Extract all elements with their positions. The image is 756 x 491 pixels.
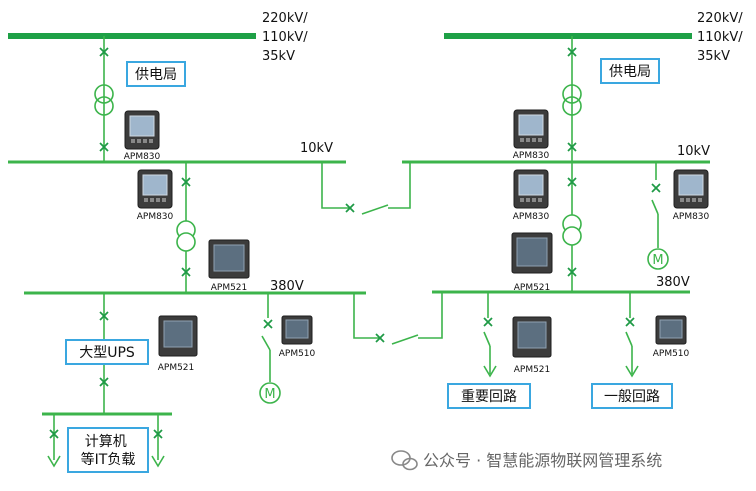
hv-voltage-left: 220kV/ 110kV/ 35kV	[262, 11, 312, 64]
meter-apm510-a	[281, 315, 313, 345]
critical-loop-label: 重要回路	[447, 383, 531, 409]
general-loop-label: 一般回路	[591, 383, 673, 409]
motor-left-switch-blade	[261, 335, 271, 351]
meter-apm830-e	[673, 169, 709, 209]
meter-apm521-d-label: APM521	[514, 365, 551, 375]
ups-label: 大型UPS	[65, 339, 149, 365]
meter-apm830-b	[137, 169, 173, 209]
switch-x-mv-left-top	[181, 177, 191, 187]
general-switch-blade	[625, 331, 633, 347]
switch-x-hv-right-bottom	[567, 142, 577, 152]
it-feeder-2-arrow	[151, 455, 165, 468]
utility-label-right-text: 供电局	[609, 64, 651, 80]
lv-voltage-left: 380V	[270, 279, 304, 294]
meter-apm521-b	[158, 315, 198, 357]
critical-loop-label-text: 重要回路	[461, 389, 517, 405]
switch-x-mv-tie	[345, 203, 355, 213]
meter-apm510-a-label: APM510	[279, 349, 316, 359]
meter-apm510-b	[655, 315, 687, 345]
meter-apm830-e-label: APM830	[673, 212, 710, 222]
utility-label-right: 供电局	[600, 58, 660, 84]
meter-apm521-d	[512, 316, 552, 358]
utility-label-left: 供电局	[126, 61, 186, 87]
lv-tie-right	[418, 292, 443, 339]
switch-x-motor-left	[263, 319, 273, 329]
switch-x-it-2	[153, 429, 163, 439]
switch-x-ups-top	[99, 311, 109, 321]
switch-x-hv-left-bottom	[99, 142, 109, 152]
hv-voltage-right: 220kV/ 110kV/ 35kV	[697, 11, 747, 64]
motor-right-symbol: M	[652, 253, 663, 268]
switch-x-mv-right-top	[567, 177, 577, 187]
lv-tie-left	[353, 293, 380, 339]
switch-x-motor-right	[651, 183, 661, 193]
meter-apm830-d	[513, 169, 549, 209]
meter-apm830-c-label: APM830	[513, 151, 550, 161]
meter-apm521-b-label: APM521	[158, 363, 195, 373]
switch-x-lv-tie	[375, 333, 385, 343]
motor-right-switch-blade	[651, 199, 659, 215]
switch-x-ups-bottom	[99, 377, 109, 387]
meter-apm510-b-label: APM510	[653, 349, 690, 359]
transformer-left-hv	[94, 84, 114, 116]
lv-tie-switch-blade	[391, 334, 419, 345]
mv-tie-right	[388, 162, 411, 209]
motor-left-symbol: M	[264, 387, 275, 402]
wechat-icon	[391, 450, 418, 471]
transformer-right-hv	[562, 84, 582, 116]
it-load-label-text: 计算机 等IT负载	[81, 434, 136, 468]
meter-apm830-a	[124, 110, 160, 150]
meter-apm521-c-label: APM521	[514, 283, 551, 293]
lv-voltage-right: 380V	[656, 275, 690, 290]
switch-x-critical	[483, 317, 493, 327]
utility-label-left-text: 供电局	[135, 67, 177, 83]
switch-x-hv-right-top	[567, 47, 577, 57]
meter-apm521-a-label: APM521	[211, 283, 248, 293]
switch-x-hv-left-top	[99, 47, 109, 57]
mv-voltage-right: 10kV	[677, 144, 710, 159]
switch-x-mv-right-bottom	[567, 267, 577, 277]
watermark: 公众号 · 智慧能源物联网管理系统	[391, 450, 662, 471]
transformer-right-mv	[562, 214, 582, 246]
switch-x-mv-left-bottom	[181, 267, 191, 277]
meter-apm830-c	[513, 109, 549, 149]
general-branch-arrow	[625, 365, 639, 378]
mv-tie-switch-blade	[361, 204, 389, 215]
watermark-text: 公众号 · 智慧能源物联网管理系统	[423, 451, 662, 470]
meter-apm521-c	[511, 232, 553, 274]
meter-apm830-d-label: APM830	[513, 212, 550, 222]
meter-apm830-a-label: APM830	[124, 152, 161, 162]
critical-switch-blade	[483, 331, 491, 347]
ups-label-text: 大型UPS	[79, 345, 135, 361]
motor-left: M	[259, 382, 281, 404]
general-loop-label-text: 一般回路	[604, 389, 660, 405]
mv-voltage-left: 10kV	[300, 141, 333, 156]
mv-tie-left	[321, 162, 350, 209]
transformer-left-mv	[176, 220, 196, 252]
it-load-label: 计算机 等IT负载	[67, 427, 149, 473]
critical-branch-arrow	[483, 365, 497, 378]
switch-x-general	[625, 317, 635, 327]
meter-apm830-b-label: APM830	[137, 212, 174, 222]
it-feeder-1-arrow	[47, 455, 61, 468]
meter-apm521-a	[208, 239, 250, 279]
motor-right: M	[647, 248, 669, 270]
switch-x-it-1	[49, 429, 59, 439]
